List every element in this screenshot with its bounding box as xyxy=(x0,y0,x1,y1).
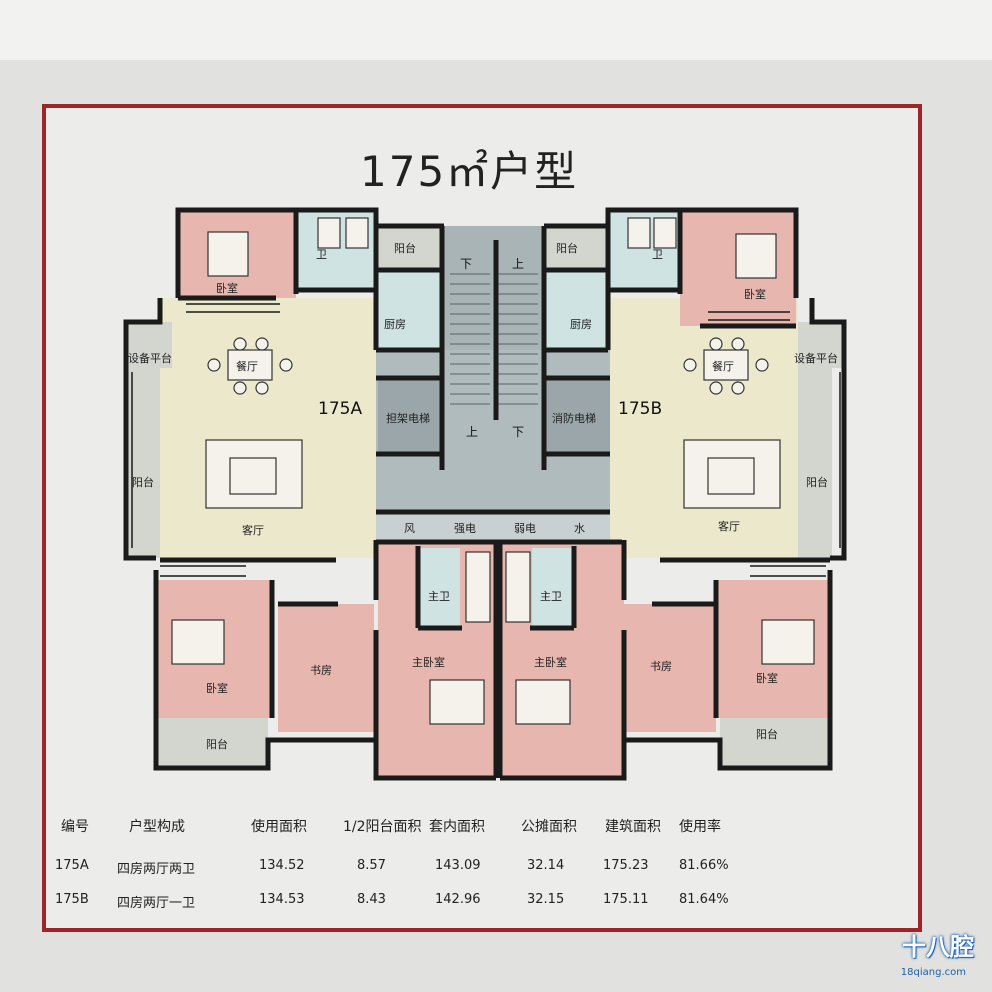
label-balcony-a-bottom: 阳台 xyxy=(206,737,228,751)
label-kitchen-a: 厨房 xyxy=(384,318,406,331)
kitchen-a xyxy=(376,272,442,348)
cell-inner: 142.96 xyxy=(435,892,481,907)
page-title: 175㎡户型 xyxy=(360,147,579,196)
cell-shared: 32.15 xyxy=(527,892,565,907)
cell-building: 175.11 xyxy=(603,892,649,907)
label-dining-a: 餐厅 xyxy=(236,359,258,373)
elevator-a xyxy=(378,378,442,454)
label-living-b: 客厅 xyxy=(718,519,740,533)
th-shared: 公摊面积 xyxy=(521,819,577,835)
living-area-b xyxy=(610,298,798,558)
cell-layout: 四房两厅一卫 xyxy=(117,896,196,911)
equipment-b xyxy=(798,322,844,368)
watermark-logo: 十八腔 xyxy=(902,932,974,961)
cell-usable: 134.53 xyxy=(259,892,305,907)
label-master-bedroom-a: 主卧室 xyxy=(412,655,445,669)
label-kitchen-b: 厨房 xyxy=(570,318,592,331)
living-area-a xyxy=(160,298,376,558)
cell-building: 175.23 xyxy=(603,858,649,873)
table-row: 175B 四房两厅一卫 134.53 8.43 142.96 32.15 175… xyxy=(55,884,735,918)
balcony-a-bottom xyxy=(156,718,268,768)
master-bath-b xyxy=(532,548,572,628)
balcony-b-bottom xyxy=(720,718,830,768)
label-balcony-b-bottom: 阳台 xyxy=(756,727,778,741)
kitchen-b xyxy=(544,272,608,348)
label-living-a: 客厅 xyxy=(242,523,264,537)
label-balcony-a-west: 阳台 xyxy=(132,475,154,489)
walls xyxy=(123,207,847,781)
cell-balcony: 8.43 xyxy=(357,892,386,907)
table-header-row: 编号 户型构成 使用面积 1/2阳台面积 套内面积 公摊面积 建筑面积 使用率 xyxy=(55,808,735,850)
label-dining-b: 餐厅 xyxy=(712,359,734,373)
cell-inner: 143.09 xyxy=(435,858,481,873)
study-b xyxy=(624,604,716,732)
label-elevator-b: 消防电梯 xyxy=(552,411,596,425)
label-study-b: 书房 xyxy=(650,660,672,673)
cell-id: 175B xyxy=(55,892,89,907)
th-layout: 户型构成 xyxy=(129,819,185,835)
stair-up-left: 上 xyxy=(466,425,478,439)
label-bath-b: 卫 xyxy=(652,248,663,261)
label-study-a: 书房 xyxy=(310,664,332,677)
label-elevator-a: 担架电梯 xyxy=(386,411,430,425)
stair-up-right: 上 xyxy=(512,257,524,271)
th-id: 编号 xyxy=(61,819,89,835)
label-master-bath-b: 主卫 xyxy=(540,590,562,603)
elevator-b xyxy=(546,378,610,454)
balcony-a-west xyxy=(126,368,160,558)
label-balcony-b-east: 阳台 xyxy=(806,475,828,489)
cell-id: 175A xyxy=(55,858,89,873)
th-ratio: 使用率 xyxy=(679,819,721,835)
label-bedroom-b-bottom: 卧室 xyxy=(756,671,778,685)
watermark-site: 18qiang.com xyxy=(900,967,966,978)
windows xyxy=(131,303,841,577)
label-bedroom-a-top: 卧室 xyxy=(216,281,238,295)
label-strong-elec: 强电 xyxy=(454,522,476,535)
balcony-a-top xyxy=(376,226,440,270)
cell-balcony: 8.57 xyxy=(357,858,386,873)
furniture xyxy=(171,217,815,725)
area-table: 编号 户型构成 使用面积 1/2阳台面积 套内面积 公摊面积 建筑面积 使用率 … xyxy=(55,808,735,918)
stair-treads xyxy=(450,273,538,405)
cell-usable: 134.52 xyxy=(259,858,305,873)
cell-ratio: 81.64% xyxy=(679,892,729,907)
equipment-a xyxy=(126,322,172,368)
study-a xyxy=(278,604,374,732)
th-usable: 使用面积 xyxy=(251,819,307,835)
label-balcony-a-top: 阳台 xyxy=(394,241,416,255)
label-wind: 风 xyxy=(404,522,415,535)
th-building: 建筑面积 xyxy=(605,819,661,835)
th-balcony: 1/2阳台面积 xyxy=(343,819,422,835)
label-water: 水 xyxy=(574,522,585,535)
label-bedroom-b-top: 卧室 xyxy=(744,287,766,301)
shafts-row xyxy=(376,512,610,542)
unit-label-b: 175B xyxy=(618,399,662,419)
cell-shared: 32.14 xyxy=(527,858,565,873)
balcony-b-top xyxy=(546,226,608,270)
label-balcony-b-top: 阳台 xyxy=(556,241,578,255)
label-weak-elec: 弱电 xyxy=(514,522,536,535)
label-bath-a: 卫 xyxy=(316,248,327,261)
label-master-bedroom-b: 主卧室 xyxy=(534,655,567,669)
th-inner: 套内面积 xyxy=(429,819,485,835)
table-row: 175A 四房两厅两卫 134.52 8.57 143.09 32.14 175… xyxy=(55,850,735,884)
stair-down-right: 下 xyxy=(512,425,524,439)
label-bedroom-a-bottom: 卧室 xyxy=(206,681,228,695)
room-labels: 卧室 卫 阳台 厨房 设备平台 餐厅 阳台 客厅 担架电梯 卧室 阳台 书房 主… xyxy=(128,241,838,751)
master-bath-a xyxy=(420,548,460,628)
label-equipment-b: 设备平台 xyxy=(794,351,838,365)
balcony-b-east xyxy=(798,368,832,558)
unit-label-a: 175A xyxy=(318,399,362,419)
cell-layout: 四房两厅两卫 xyxy=(117,862,196,877)
label-equipment-a: 设备平台 xyxy=(128,351,172,365)
cell-ratio: 81.66% xyxy=(679,858,729,873)
label-master-bath-a: 主卫 xyxy=(428,590,450,603)
stair-down-left: 下 xyxy=(460,257,472,271)
